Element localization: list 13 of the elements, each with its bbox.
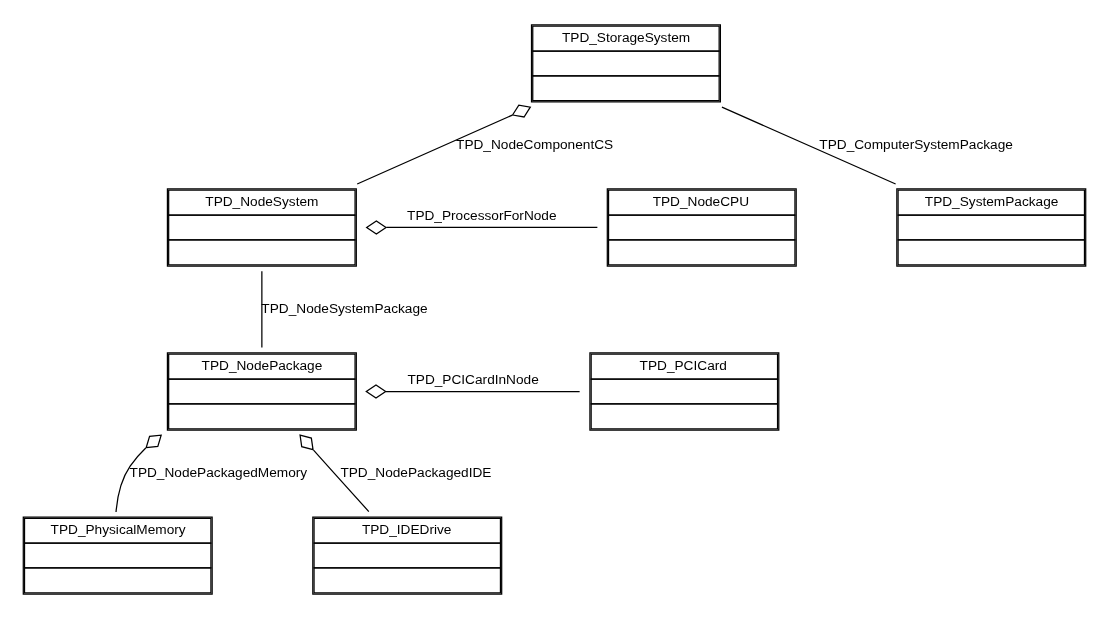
edge-label: TPD_PCICardInNode [407, 371, 539, 387]
edge-label: TPD_ProcessorForNode [407, 207, 557, 223]
edge-label: TPD_NodePackagedIDE [340, 464, 492, 480]
connector [356, 104, 532, 185]
connector [261, 270, 263, 348]
connector [721, 106, 897, 185]
edge-label: TPD_ComputerSystemPackage [819, 136, 1013, 152]
edge-label: TPD_NodeComponentCS [456, 136, 614, 152]
connector [299, 433, 370, 512]
edge-label: TPD_NodePackagedMemory [129, 464, 308, 480]
connector [365, 219, 598, 235]
connector [365, 383, 581, 399]
connector [115, 433, 163, 513]
